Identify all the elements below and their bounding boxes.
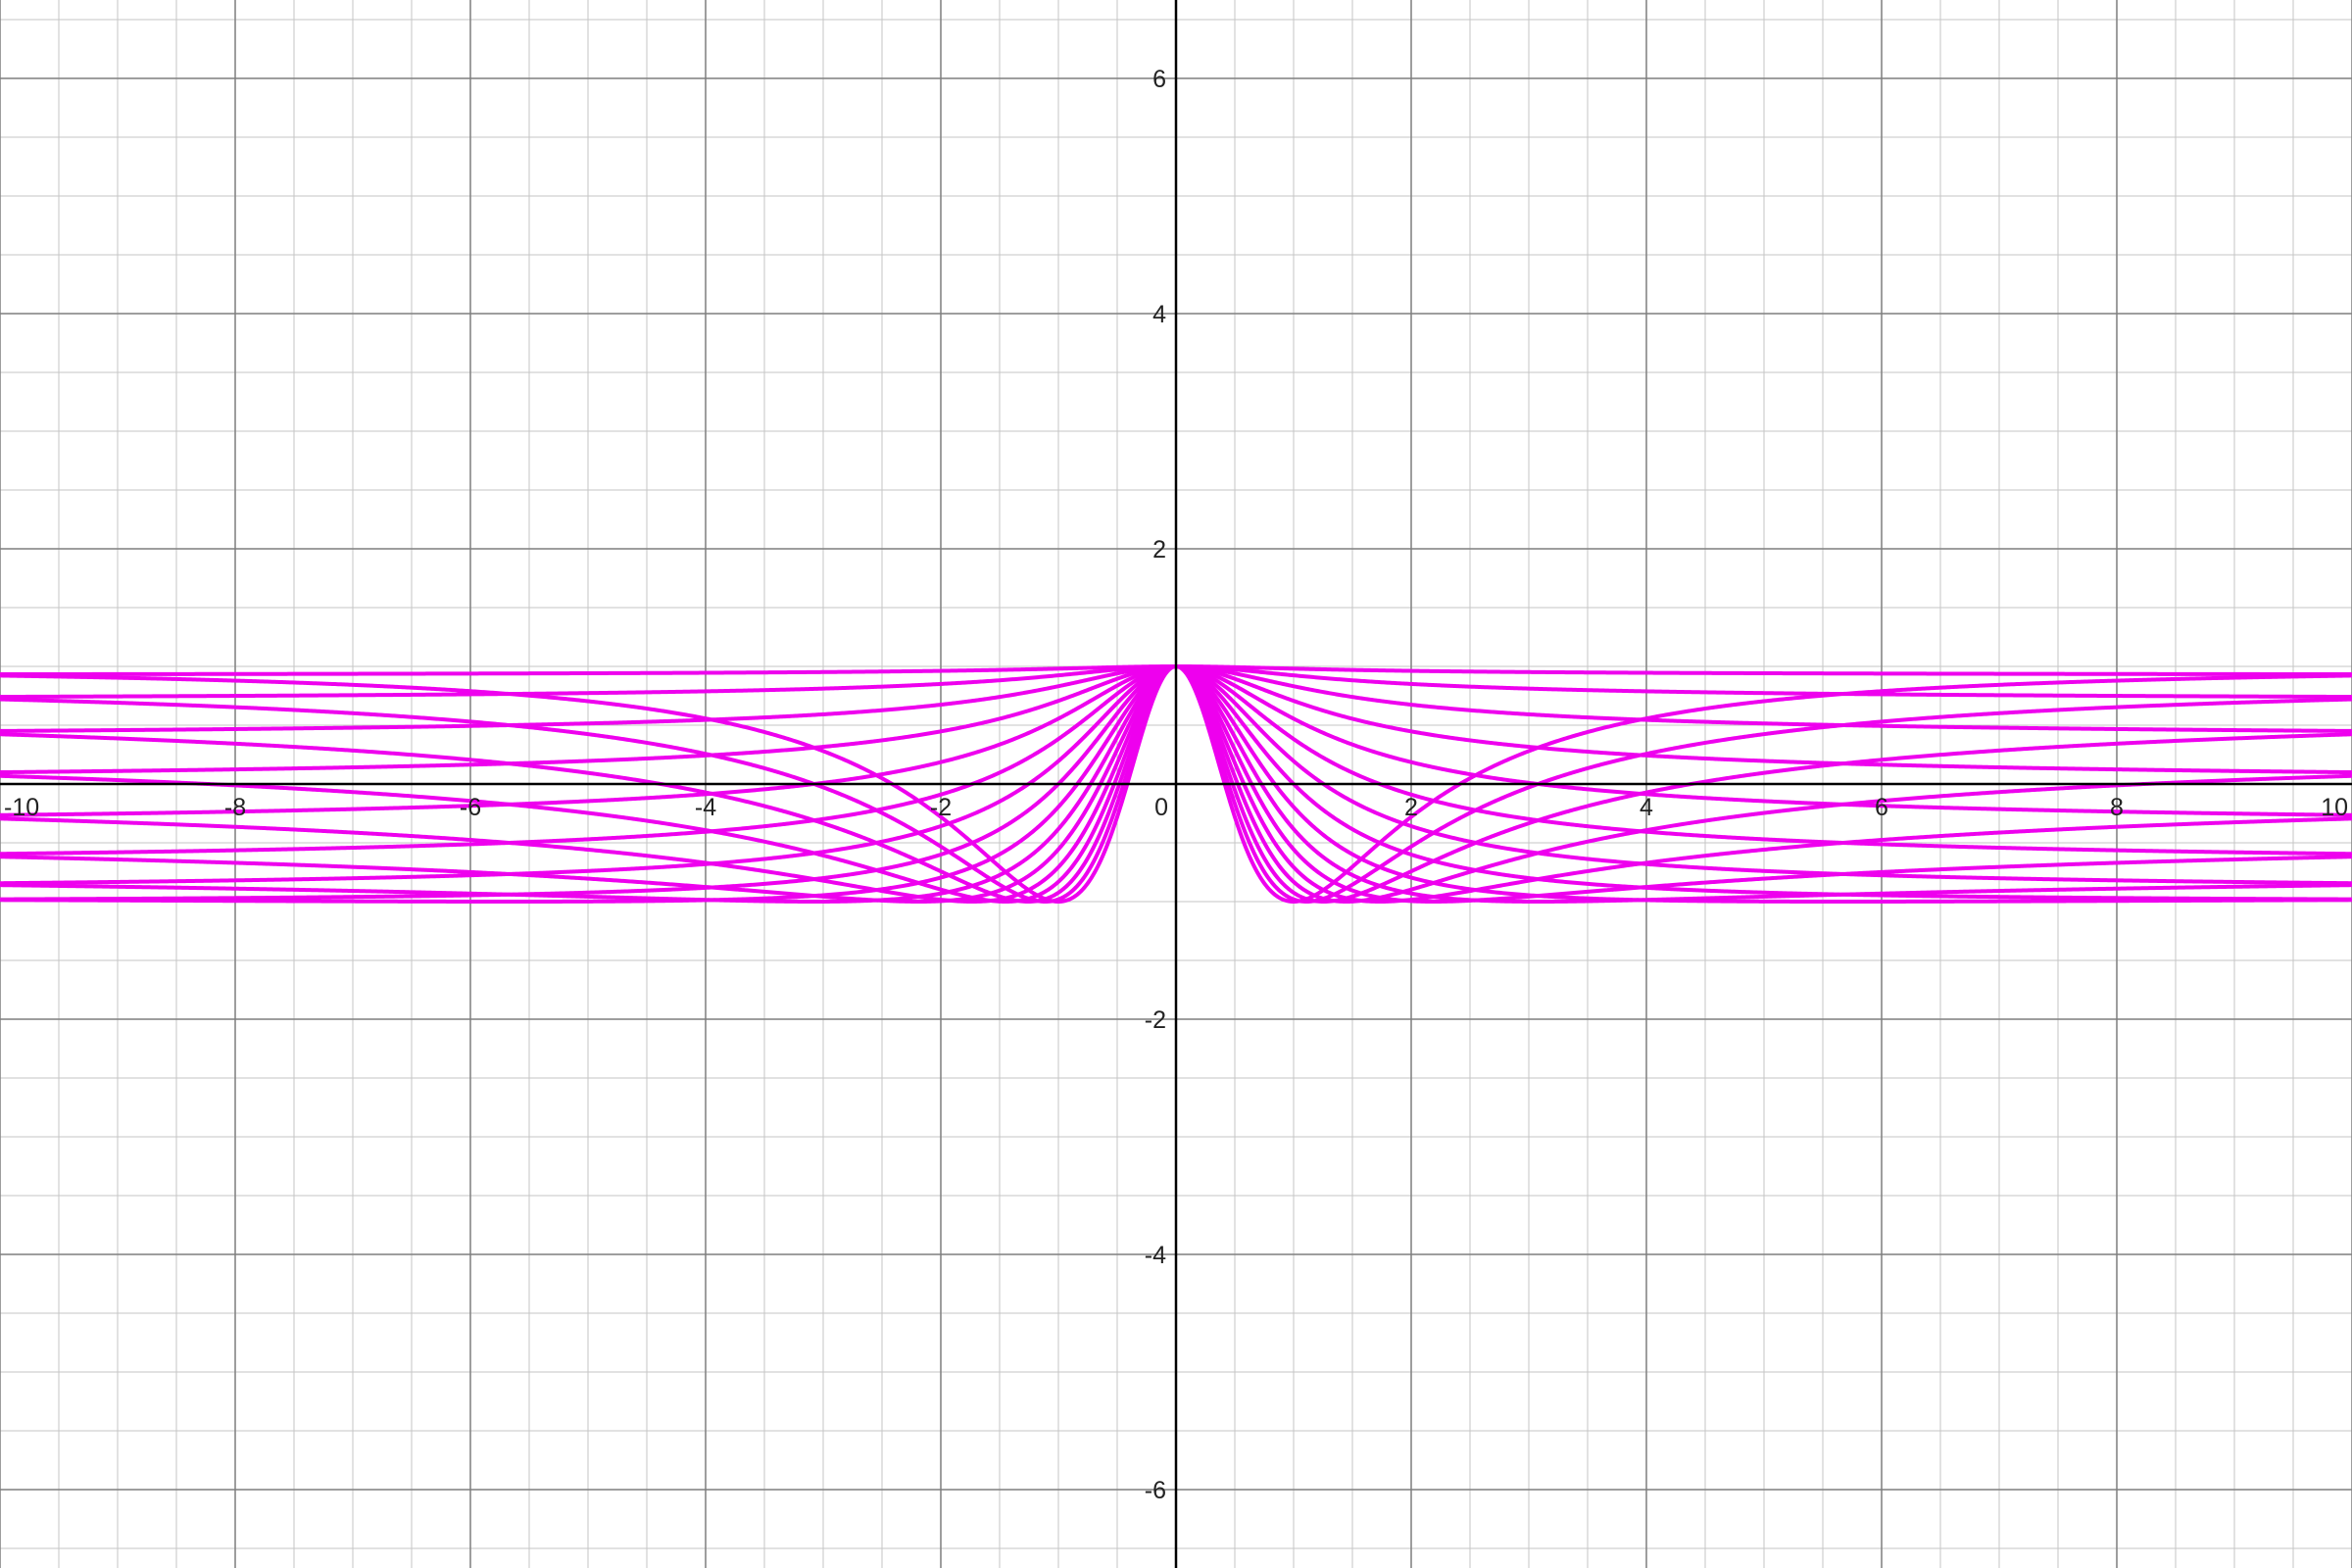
y-tick-label: -6 <box>1145 1477 1166 1504</box>
x-tick-label: -10 <box>4 794 39 821</box>
y-tick-label: 2 <box>1152 536 1166 564</box>
y-tick-label: -2 <box>1145 1006 1166 1034</box>
origin-label: 0 <box>1154 794 1168 821</box>
x-tick-label: -4 <box>695 794 716 821</box>
y-tick-label: -4 <box>1145 1242 1166 1269</box>
tick-labels: -10 -8 -6 -4 -2 2 4 6 8 10 6 4 2 -2 -4 -6 0 <box>4 66 2348 1504</box>
y-tick-label: 4 <box>1152 301 1166 328</box>
x-tick-label: 4 <box>1640 794 1653 821</box>
x-tick-label: 10 <box>2321 794 2348 821</box>
y-tick-label: 6 <box>1152 66 1166 93</box>
x-tick-label: 8 <box>2110 794 2124 821</box>
x-tick-label: -6 <box>460 794 481 821</box>
x-tick-label: 2 <box>1404 794 1418 821</box>
x-tick-label: -8 <box>224 794 246 821</box>
x-tick-label: -2 <box>930 794 952 821</box>
x-tick-label: 6 <box>1875 794 1888 821</box>
